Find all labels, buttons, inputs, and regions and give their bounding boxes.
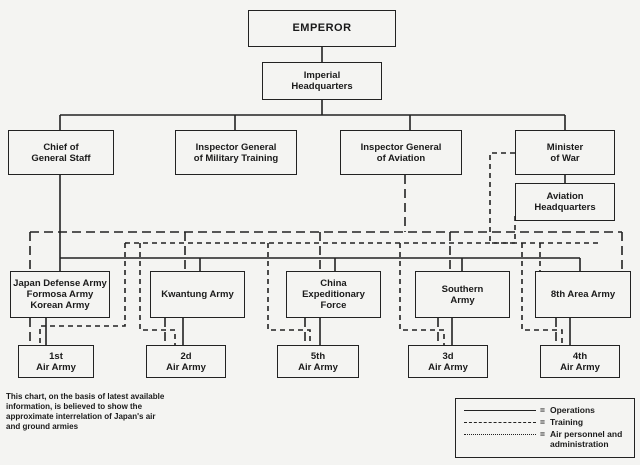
node-china-expeditionary-force: China Expeditionary Force — [286, 271, 381, 318]
node-4th-air-army: 4th Air Army — [540, 345, 620, 378]
admin-air3 — [399, 243, 445, 345]
legend-solid-line — [464, 410, 536, 411]
node-japan-defense-army: Japan Defense Army Formosa Army Korean A… — [10, 271, 110, 318]
legend-operations-label: Operations — [550, 405, 595, 415]
legend-equals: = — [540, 429, 545, 439]
node-2d-air-army: 2d Air Army — [146, 345, 226, 378]
legend-equals: = — [540, 417, 545, 427]
node-inspector-military-training: Inspector General of Military Training — [175, 130, 297, 175]
legend-short-dash-line — [464, 434, 536, 435]
node-inspector-aviation: Inspector General of Aviation — [340, 130, 462, 175]
chart-note: This chart, on the basis of latest avail… — [6, 392, 165, 431]
node-1st-air-army: 1st Air Army — [18, 345, 94, 378]
legend-training-label: Training — [550, 417, 584, 427]
node-kwantung-army: Kwantung Army — [150, 271, 245, 318]
legend-long-dash-line — [464, 422, 536, 423]
node-minister-of-war: Minister of War — [515, 130, 615, 175]
node-southern-army: Southern Army — [415, 271, 510, 318]
node-imperial-headquarters: Imperial Headquarters — [262, 62, 382, 100]
legend: = Operations = Training = Air personnel … — [455, 398, 635, 458]
node-aviation-headquarters: Aviation Headquarters — [515, 183, 615, 221]
legend-equals: = — [540, 405, 545, 415]
node-5th-air-army: 5th Air Army — [277, 345, 359, 378]
node-8th-area-army: 8th Area Army — [535, 271, 631, 318]
node-3d-air-army: 3d Air Army — [408, 345, 488, 378]
node-emperor: EMPEROR — [248, 10, 396, 47]
admin-air2 — [139, 243, 176, 345]
node-chief-of-general-staff: Chief of General Staff — [8, 130, 114, 175]
admin-minister-loop — [489, 152, 516, 244]
legend-air-personnel-label: Air personnel and administration — [550, 429, 623, 449]
admin-air5 — [267, 243, 311, 345]
